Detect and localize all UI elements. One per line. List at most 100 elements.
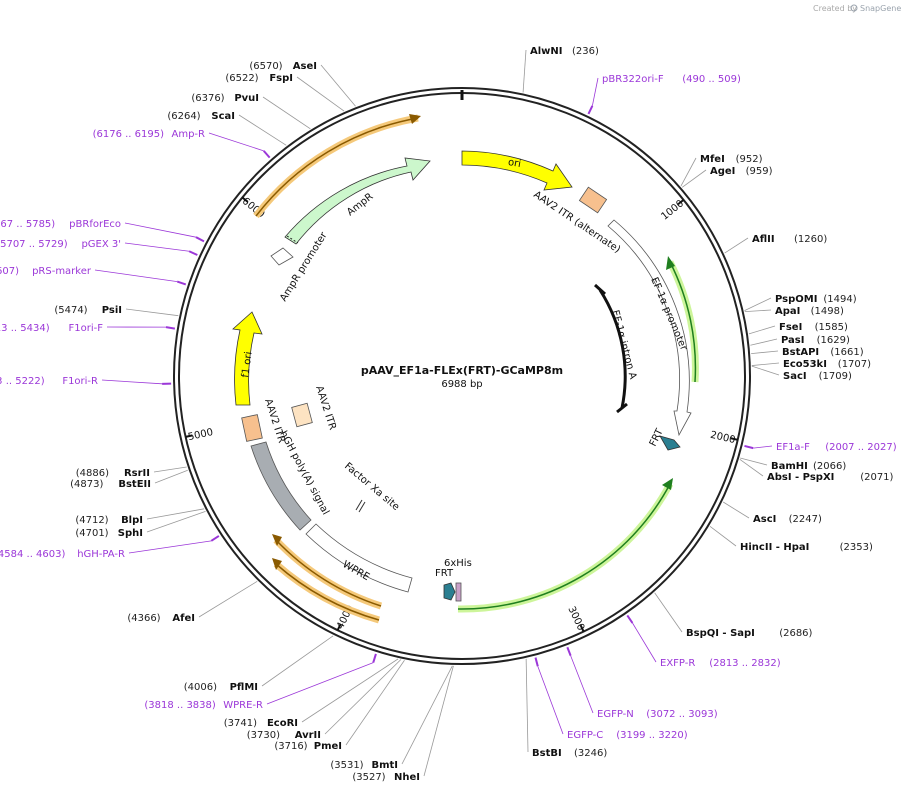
enzyme-site[interactable]: Eco53kI(1707): [783, 359, 871, 370]
feature-gcamp8m-upper[interactable]: [666, 256, 699, 383]
enzyme-site[interactable]: NheI(3527): [352, 772, 420, 783]
tick-mark: [579, 624, 585, 632]
primer-site[interactable]: pBRforEco(5767 .. 5785): [0, 219, 121, 230]
enzyme-site[interactable]: SphI(4701): [75, 528, 143, 539]
primer-range: (3072 .. 3093): [646, 709, 718, 720]
feature-6xhis[interactable]: 6xHis: [444, 558, 472, 602]
primer-site[interactable]: EGFP-N(3072 .. 3093): [597, 709, 718, 720]
enzyme-leader-line: [153, 466, 187, 473]
enzyme-position: (1260): [794, 234, 827, 245]
enzyme-position: (2071): [860, 472, 893, 483]
enzyme-site[interactable]: AscI(2247): [753, 514, 822, 525]
enzyme-position: (1629): [817, 335, 850, 346]
feature-ampr-glow[interactable]: [253, 114, 421, 219]
enzyme-site[interactable]: FspI(6522): [225, 73, 293, 84]
primer-site[interactable]: hGH-PA-R(4584 .. 4603): [0, 549, 125, 560]
enzyme-name: BstEII: [118, 479, 151, 490]
enzyme-site[interactable]: ScaI(6264): [167, 111, 235, 122]
feature-frt-right[interactable]: FRT: [648, 426, 681, 451]
enzyme-position: (2066): [813, 461, 846, 472]
enzyme-site[interactable]: AvrII(3730): [247, 730, 321, 741]
enzyme-site[interactable]: BstEII(4873): [70, 479, 151, 490]
primer-site[interactable]: pBR322ori-F(490 .. 509): [602, 74, 741, 85]
primer-range: (2813 .. 2832): [709, 658, 781, 669]
enzyme-name: BspQI - SapI: [686, 628, 755, 639]
feature-frt-bottom[interactable]: FRT: [435, 568, 456, 601]
enzyme-site[interactable]: BstBI(3246): [532, 748, 607, 759]
enzyme-position: (6522): [225, 73, 258, 84]
primer-site[interactable]: EF1a-F(2007 .. 2027): [776, 442, 897, 453]
enzyme-leader-line: [744, 297, 772, 311]
enzyme-leader-line: [401, 665, 453, 765]
enzyme-position: (3531): [330, 760, 363, 771]
enzyme-leader-line: [423, 665, 454, 777]
enzyme-site[interactable]: EcoRI(3741): [224, 718, 298, 729]
enzyme-leader-line: [146, 510, 206, 533]
feature-ampr[interactable]: AmpR: [284, 157, 431, 245]
enzyme-name: AbsI - PspXI: [767, 472, 834, 483]
primer-site[interactable]: Amp-R(6176 .. 6195): [93, 129, 205, 140]
enzyme-site[interactable]: PspOMI(1494): [775, 294, 857, 305]
enzyme-position: (6376): [191, 93, 224, 104]
enzyme-position: (3246): [574, 748, 607, 759]
enzyme-site[interactable]: SacI(1709): [783, 371, 852, 382]
enzyme-site[interactable]: AflII(1260): [752, 234, 827, 245]
feature-aav2-itr-alternate-label: AAV2 ITR (alternate): [531, 189, 622, 255]
primer-leader-line: [94, 269, 178, 282]
primer-site-mark: [195, 236, 205, 243]
feature-wpre-glow-outer[interactable]: [272, 558, 380, 624]
primer-site[interactable]: EXFP-R(2813 .. 2832): [660, 658, 781, 669]
enzyme-leader-line: [724, 237, 749, 254]
enzyme-site[interactable]: BstAPI(1661): [782, 347, 864, 358]
feature-f1-ori[interactable]: f1 ori: [232, 311, 263, 406]
enzyme-site[interactable]: AbsI - PspXI (2071): [767, 472, 894, 483]
enzyme-leader-line: [301, 658, 399, 723]
enzyme-name: AscI: [753, 514, 776, 525]
primer-leader-line: [266, 662, 374, 705]
primer-name: pBRforEco: [69, 219, 121, 230]
primer-site[interactable]: F1ori-R(5203 .. 5222): [0, 376, 98, 387]
feature-aav2-itr-2[interactable]: AAV2 ITR: [291, 385, 338, 432]
primer-site[interactable]: pRS-marker(5588 .. 5607): [0, 266, 92, 277]
enzyme-site[interactable]: BmtI(3531): [330, 760, 398, 771]
feature-frt-bottom-label: FRT: [435, 568, 454, 579]
enzyme-site[interactable]: MfeI(952): [700, 154, 763, 165]
enzyme-site[interactable]: BspQI - SapI(2686): [686, 628, 813, 639]
feature-ef1a-intron-a[interactable]: EF-1α intron A: [593, 283, 638, 414]
enzyme-site[interactable]: FseI(1585): [779, 322, 848, 333]
enzyme-site[interactable]: AlwNI(236): [530, 46, 599, 57]
enzyme-name: Eco53kI: [783, 359, 827, 370]
enzyme-site[interactable]: BamHI (2066): [771, 461, 846, 472]
primer-name: F1ori-F: [69, 323, 104, 334]
enzyme-site[interactable]: PvuI (6376): [191, 93, 259, 104]
primer-site[interactable]: WPRE-R(3818 .. 3838): [144, 700, 263, 711]
enzyme-site[interactable]: PflMI(4006): [184, 682, 258, 693]
enzyme-leader-line: [146, 508, 205, 520]
feature-ori[interactable]: ori: [461, 150, 573, 191]
primer-name: pGEX 3': [81, 239, 121, 250]
feature-wpre-glow-inner[interactable]: [272, 534, 383, 610]
enzyme-site[interactable]: AseI(6570): [249, 61, 317, 72]
enzyme-name: BlpI: [121, 515, 143, 526]
primer-site[interactable]: EGFP-C(3199 .. 3220): [567, 730, 688, 741]
enzyme-site[interactable]: PsiI(5474): [54, 305, 122, 316]
enzyme-site[interactable]: ApaI(1498): [775, 306, 844, 317]
enzyme-site[interactable]: RsrII(4886): [76, 468, 150, 479]
enzyme-site[interactable]: PmeI(3716): [274, 741, 342, 752]
primer-site[interactable]: F1ori-F(5413 .. 5434): [0, 323, 103, 334]
feature-factor-xa-site[interactable]: Factor Xa site: [342, 461, 401, 513]
enzyme-site[interactable]: BlpI(4712): [75, 515, 143, 526]
feature-ampr-promoter[interactable]: AmpR promoter: [270, 230, 330, 304]
enzyme-site[interactable]: AfeI(4366): [127, 613, 195, 624]
feature-hgh-polya[interactable]: hGH poly(A) signal: [250, 429, 331, 531]
enzyme-name: BamHI: [771, 461, 808, 472]
feature-aav2-itr-alternate[interactable]: AAV2 ITR (alternate): [531, 186, 622, 256]
enzyme-name: PvuI: [234, 93, 259, 104]
enzyme-name: SphI: [118, 528, 143, 539]
feature-gcamp8m-lower[interactable]: [457, 478, 674, 613]
enzyme-site[interactable]: HincII - HpaI(2353): [740, 542, 873, 553]
enzyme-site[interactable]: PasI(1629): [781, 335, 850, 346]
enzyme-site[interactable]: AgeI(959): [710, 166, 773, 177]
primer-site[interactable]: pGEX 3'(5707 .. 5729): [0, 239, 121, 250]
